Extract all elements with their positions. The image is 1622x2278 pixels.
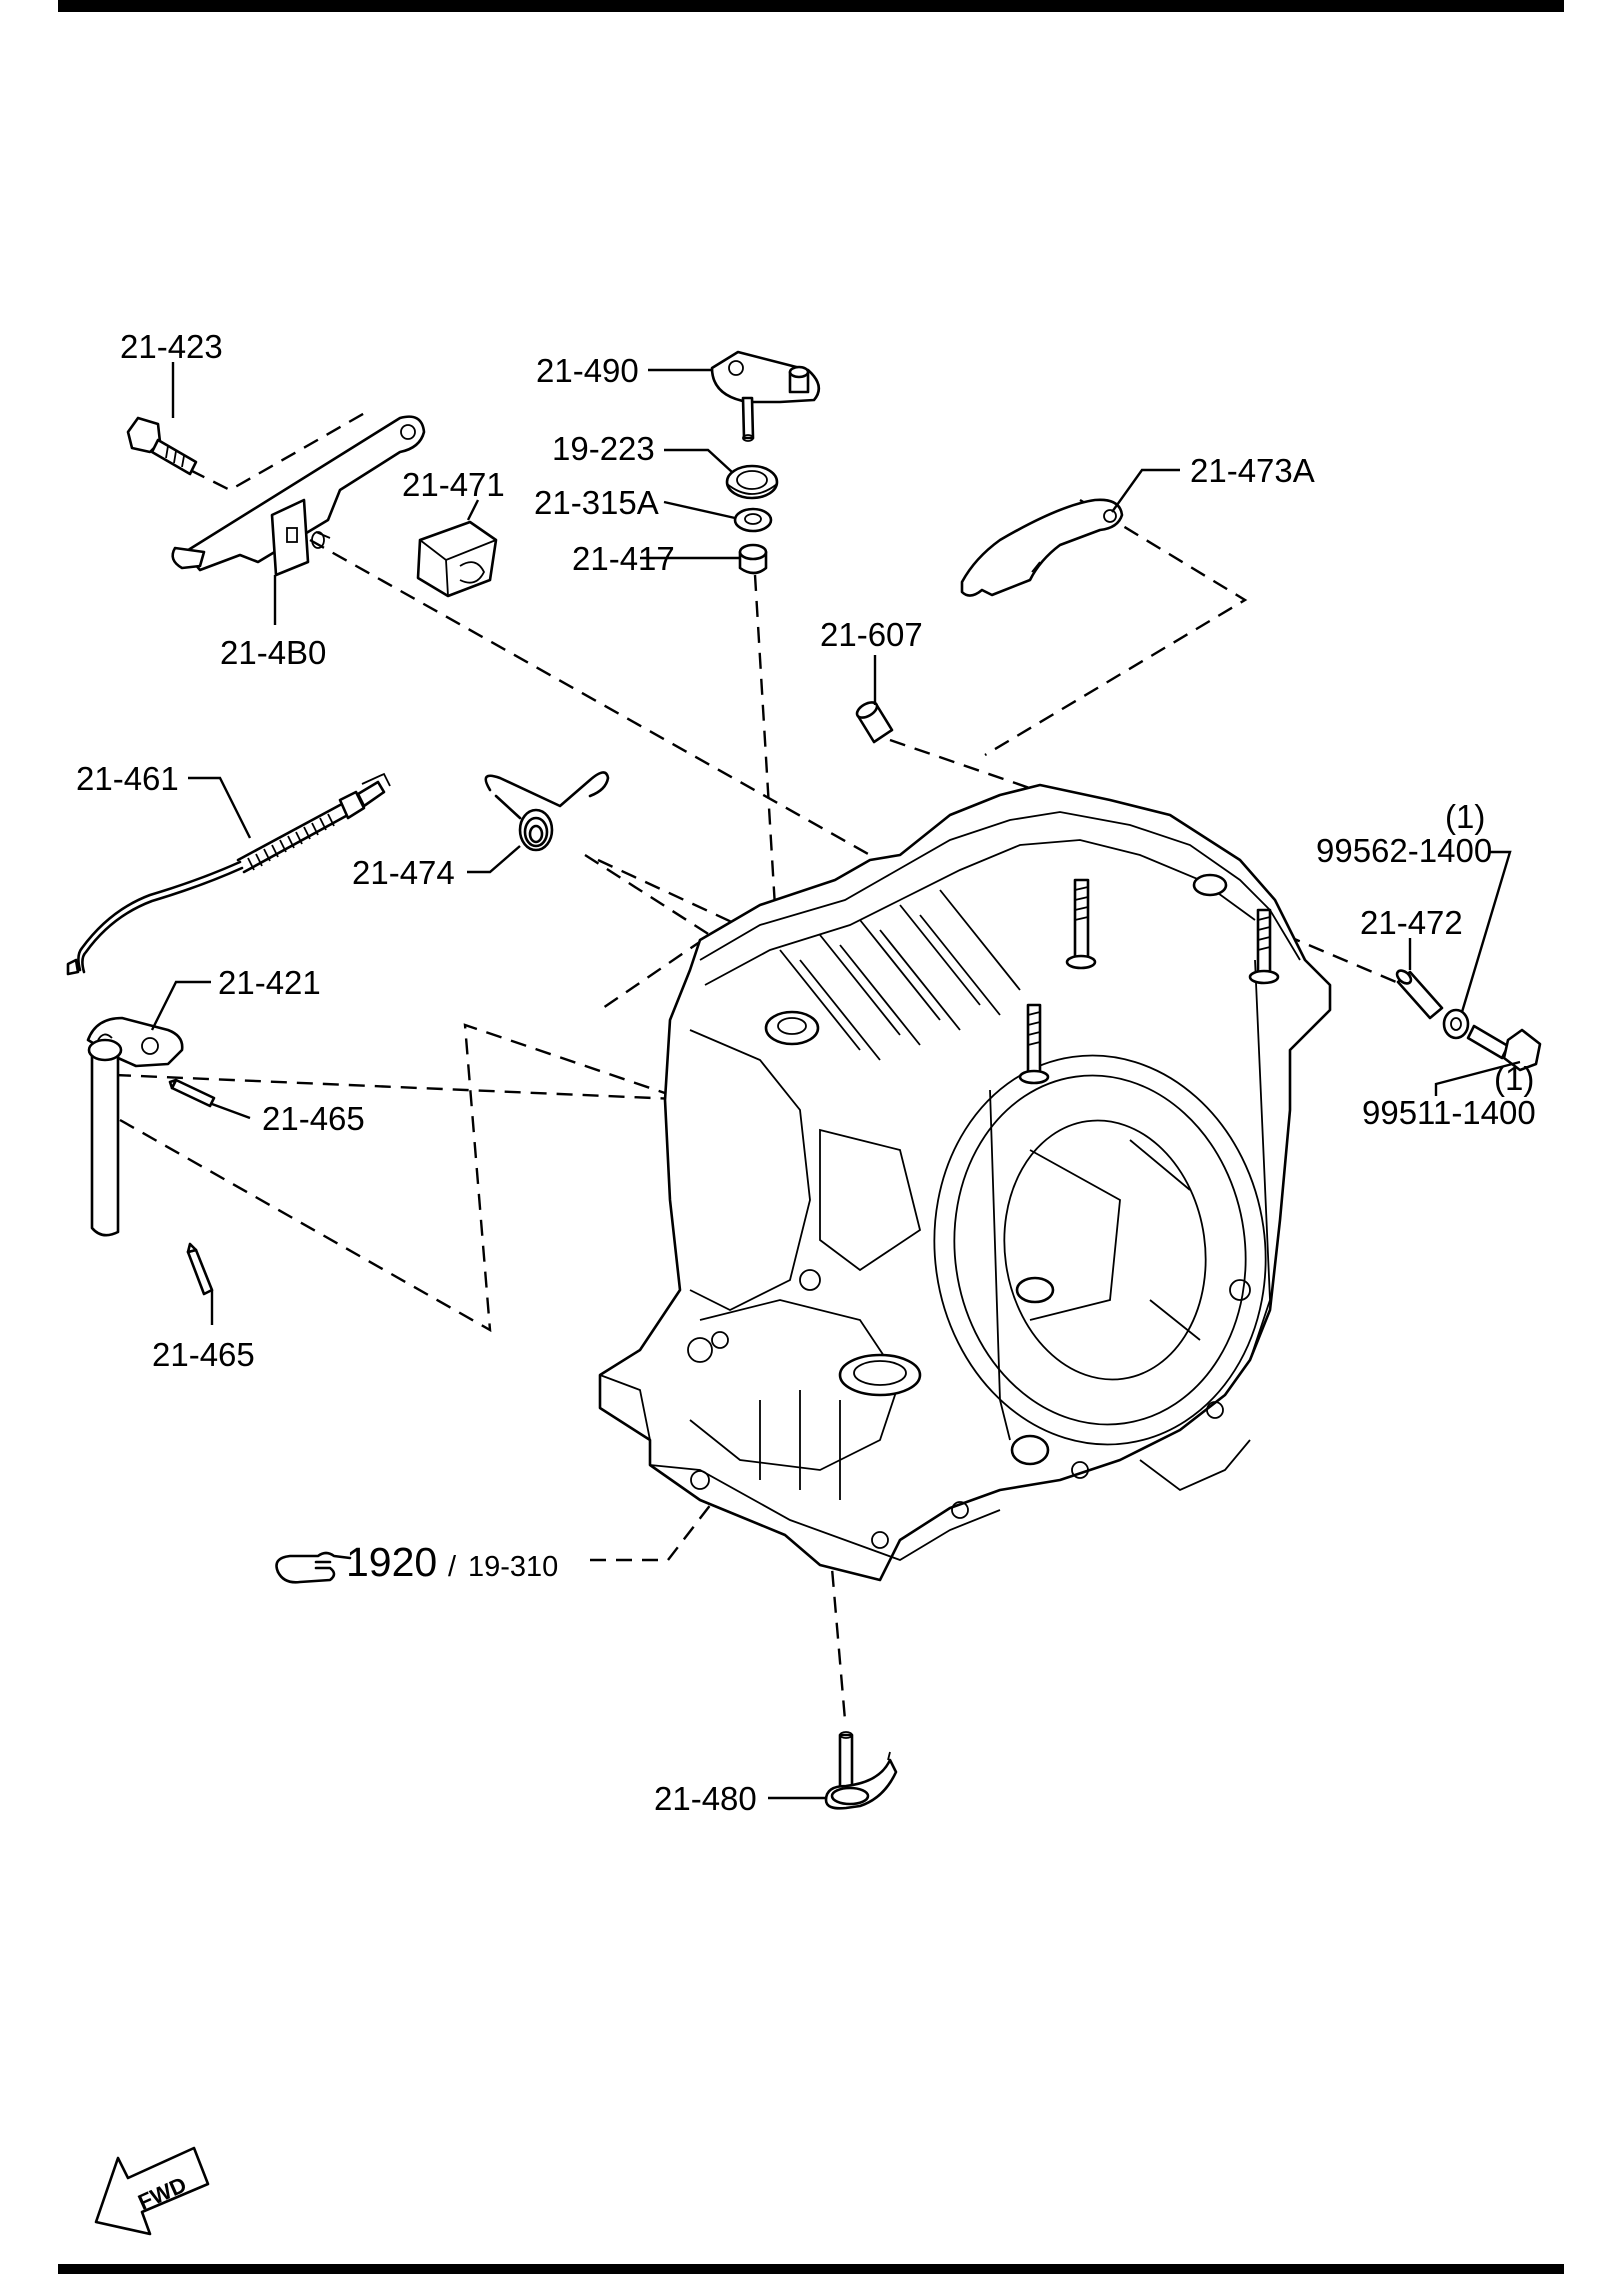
bushing-21-607	[855, 701, 894, 744]
label-99511-1400: 99511-1400	[1362, 1094, 1536, 1131]
label-21-472: 21-472	[1360, 904, 1463, 941]
label-21-461: 21-461	[76, 760, 179, 797]
washer-21-315A	[733, 507, 773, 533]
label-21-465-lower: 21-465	[152, 1336, 255, 1373]
label-21-315A: 21-315A	[534, 484, 659, 521]
reference-callout[interactable]: 1920 / 19-310	[275, 1539, 559, 1585]
bushing-21-417	[738, 543, 768, 575]
bolt-21-423	[126, 416, 198, 476]
label-21-607: 21-607	[820, 616, 923, 653]
cable-21-461	[66, 772, 391, 976]
label-21-490: 21-490	[536, 352, 639, 389]
label-21-471: 21-471	[402, 466, 505, 503]
label-21-423: 21-423	[120, 328, 223, 365]
label-quantity-upper: (1)	[1445, 798, 1485, 835]
label-99562-1400: 99562-1400	[1316, 832, 1492, 869]
label-19-223: 19-223	[552, 430, 655, 467]
reference-part-number[interactable]: 19-310	[468, 1551, 558, 1583]
label-21-465-upper: 21-465	[262, 1100, 365, 1137]
forward-arrow-icon: FWD	[94, 2146, 210, 2236]
seal-19-223	[725, 464, 779, 500]
label-21-480: 21-480	[654, 1780, 757, 1817]
bolt-99511-1400	[1466, 1024, 1542, 1072]
lever-21-490	[710, 350, 821, 442]
label-21-474: 21-474	[352, 854, 455, 891]
pin-21-465-lower	[186, 1242, 214, 1296]
label-quantity-lower: (1)	[1494, 1060, 1534, 1097]
transaxle-case-housing	[598, 783, 1332, 1582]
pin-21-472	[1395, 969, 1444, 1020]
label-21-421: 21-421	[218, 964, 321, 1001]
torsion-spring-21-474	[484, 771, 610, 852]
label-21-417: 21-417	[572, 540, 675, 577]
bracket-21-4B0	[171, 415, 426, 577]
spring-plate-21-473A	[960, 498, 1124, 597]
pointing-hand-icon	[275, 1551, 352, 1584]
pin-21-465-upper	[168, 1078, 216, 1108]
label-21-4B0: 21-4B0	[220, 634, 326, 671]
label-21-473A: 21-473A	[1190, 452, 1315, 489]
shift-lever-21-421	[86, 1016, 184, 1237]
reference-separator: /	[448, 1551, 457, 1583]
leader-lines	[150, 362, 1521, 1800]
cushion-21-471	[416, 520, 498, 598]
top-border	[58, 0, 1564, 12]
part-labels: 21-423 21-490 19-223 21-315A 21-417 21-4…	[76, 328, 1536, 1817]
washer-99562-1400	[1442, 1008, 1470, 1040]
shaft-21-480	[824, 1731, 898, 1810]
bottom-border	[58, 2264, 1564, 2274]
reference-page-number[interactable]: 1920	[346, 1539, 437, 1585]
